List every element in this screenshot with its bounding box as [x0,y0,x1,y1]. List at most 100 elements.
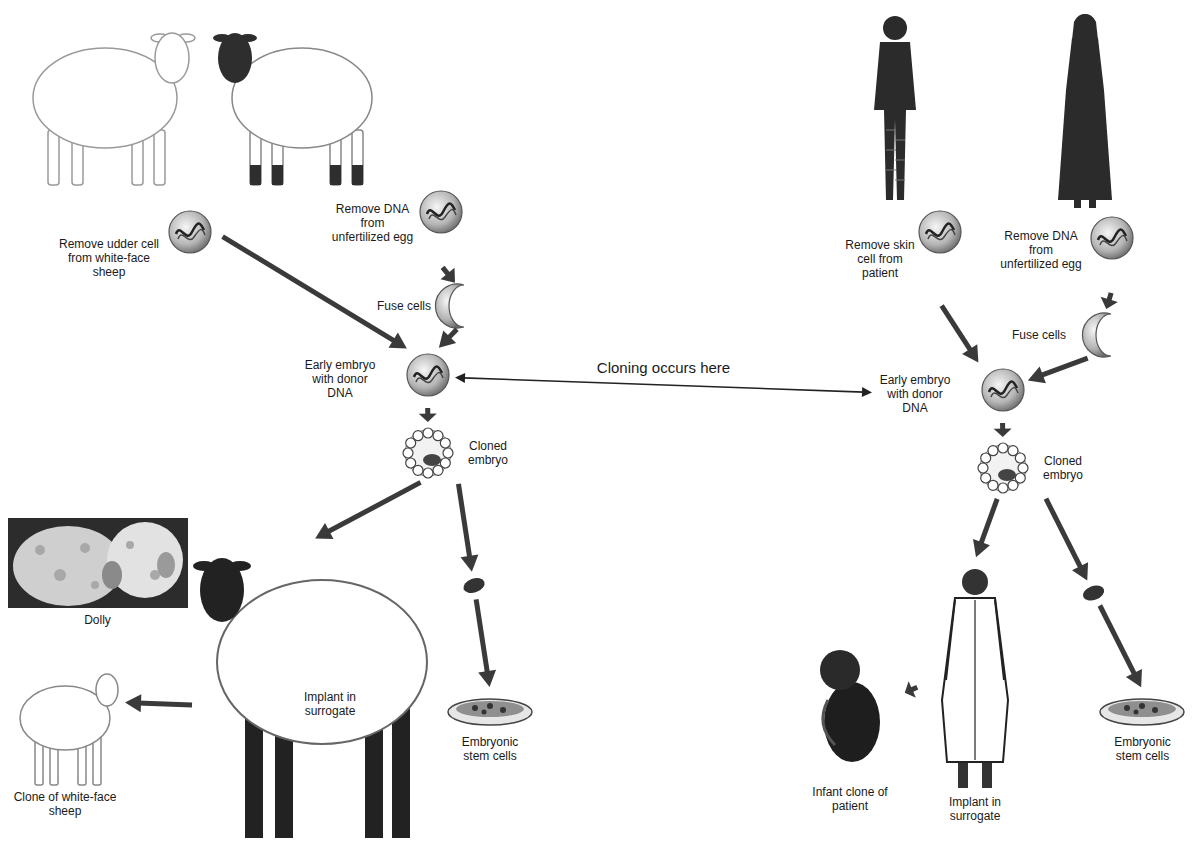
process-arrow [1101,293,1118,309]
stage-text: Implant in surrogate [930,795,1020,823]
stage-text: Remove skin cell from patient [840,238,920,280]
arrow-head [1126,669,1142,687]
embryo-stage: Early embryo with donor DNA [300,350,452,405]
white-face-sheep [33,33,195,185]
connector-line [1046,499,1082,569]
patient-figure [886,130,896,131]
petri-dish [472,705,478,711]
step-label: Remove DNA from unfertilized egg [1000,215,1140,290]
cell-icon [1082,313,1111,357]
surrogate-stage: Implant in surrogate [920,560,1030,840]
arrow-head [478,670,496,687]
stage-text: Infant clone of patient [800,785,900,813]
arrow-head [439,330,456,347]
surrogate-woman [946,600,955,680]
process-arrow [125,694,192,712]
infant-figure [820,650,880,762]
petri-dish [487,703,493,709]
process-arrow [315,482,420,539]
patient-figure [895,180,905,181]
outcome-stage: Infant clone of patient [800,640,902,820]
connector-line [223,237,396,342]
black-face-sheep [352,165,363,185]
arrow-head [125,694,141,712]
cell-icon [403,428,453,478]
stage-text: Embryonic stem cells [1100,735,1185,763]
process-arrow [439,329,457,348]
process-arrow [458,484,496,687]
arrow-head [1101,297,1118,309]
arrow-head [419,414,437,422]
arrow-head [461,554,479,571]
process-arrow [994,423,1012,437]
clone-sheep [96,674,118,706]
arrow-head [315,523,333,539]
stage-text: Fuse cells [375,299,433,313]
arrow-head [455,373,465,383]
edge-label: Cloning occurs here [595,359,732,377]
process-arrow [223,237,407,349]
black-face-sheep [272,165,283,185]
dolly-photo [102,561,122,589]
patient-figure [886,130,905,180]
cell-icon [919,211,961,253]
step-label: Remove skin cell from patient [840,208,965,303]
dolly-photo [91,581,99,589]
petri-dish [482,710,487,715]
dolly-photo [157,552,175,578]
black-face-sheep [330,165,341,185]
stage-text: Dolly [5,613,190,627]
arrow-head [994,428,1012,437]
cell-icon [407,354,449,396]
photo-caption: Dolly [5,515,192,640]
connector-line [942,306,972,352]
surrogate-woman [962,569,988,595]
surrogate-woman [995,600,1004,680]
petri-dish [1100,699,1184,725]
dolly-photo [126,541,134,549]
dolly-photo [8,518,188,608]
arrow-head [962,344,978,362]
petri-dish [448,699,532,725]
arrow-head [441,268,455,283]
patient-figure [886,150,896,151]
stage-text: Cloned embryo [1037,454,1089,482]
surrogate-stage: Implant in surrogate [195,540,430,840]
surrogate-sheep [200,558,244,622]
cell-icon [435,284,464,328]
cell-icon [169,211,211,253]
petri-dish [456,701,524,717]
petri-dish [472,703,506,715]
black-face-sheep [250,165,261,185]
petri-dish [1124,703,1158,715]
patient-figure [895,160,905,161]
outcome-stage: Embryonic stem cells [1090,690,1195,790]
white-face-sheep [155,33,189,83]
connector-line [1100,605,1136,675]
arrow-head [1072,562,1088,580]
connector-line [138,703,192,705]
connector-line [458,484,469,559]
process-arrow [973,499,997,557]
embryo-stage: Early embryo with donor DNA [875,365,1025,420]
stage-text: Remove DNA from unfertilized egg [1000,229,1082,271]
petri-dish [1152,707,1158,713]
cell-cluster [461,575,486,596]
surrogate-woman [942,598,1008,762]
patient-figure [874,42,916,200]
dolly-photo [13,526,123,606]
dolly-photo [80,543,90,553]
process-arrow [905,681,918,697]
dolly-photo [54,569,66,581]
petri-dish [1124,705,1130,711]
step-label: Fuse cells [375,285,480,327]
connector-line [476,599,487,674]
stage-text: Embryonic stem cells [450,735,530,763]
connector-line [326,482,420,532]
process-arrow [441,267,455,282]
outcome-stage: Embryonic stem cells [440,690,540,790]
patient-figure [883,16,907,40]
cell-icon [982,369,1024,411]
